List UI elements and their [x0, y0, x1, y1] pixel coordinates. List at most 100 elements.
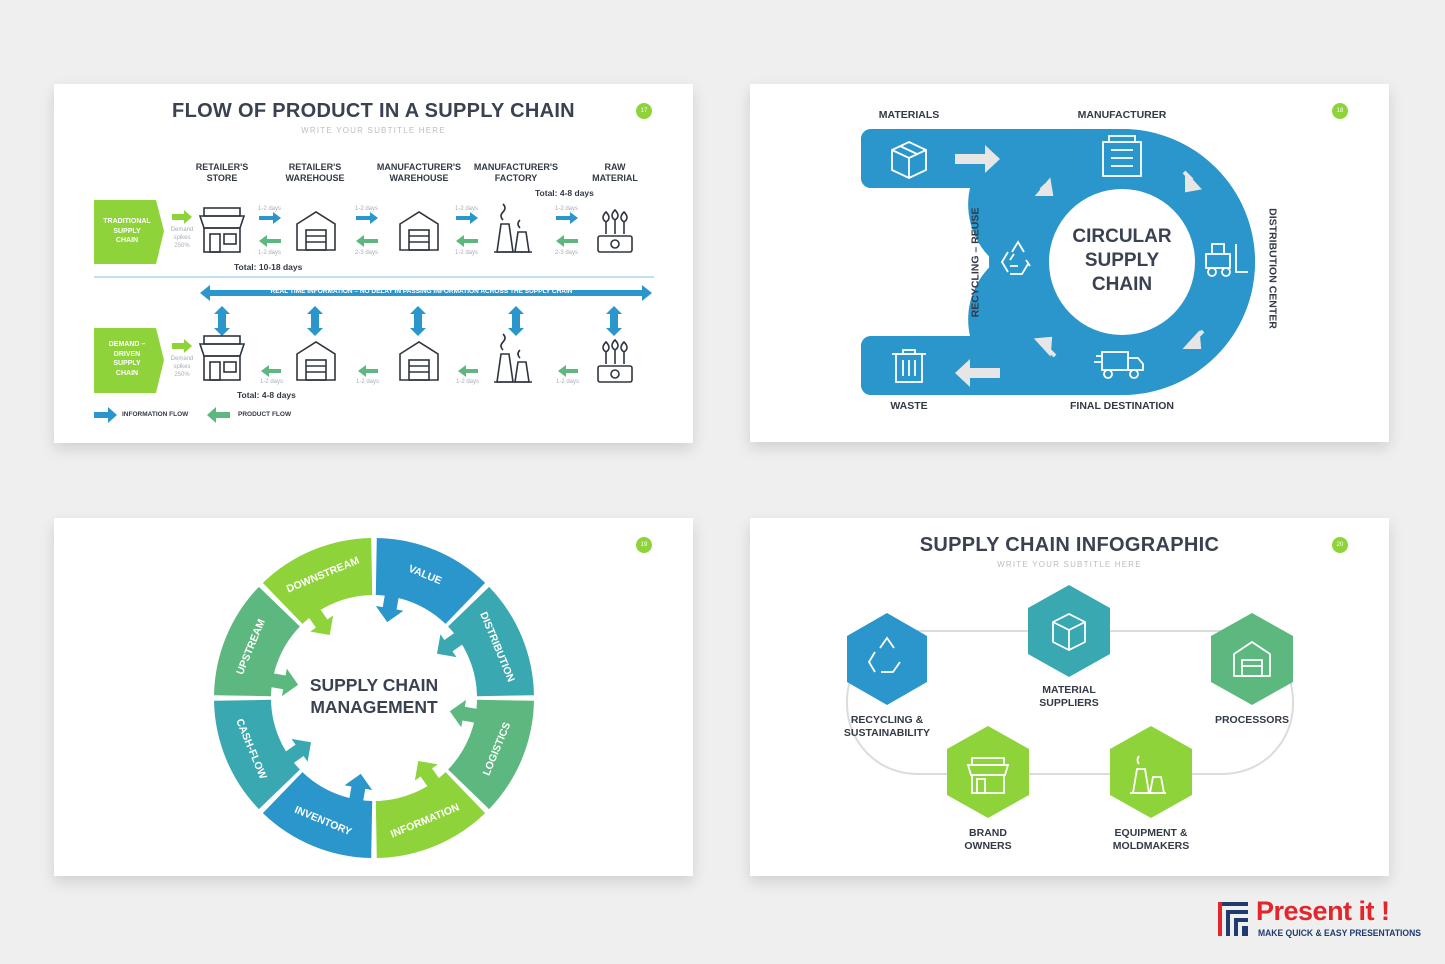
- inward-arrow: [265, 668, 299, 697]
- hex-processors: [1211, 613, 1293, 705]
- arrow-nw-icon: [1033, 336, 1057, 358]
- warehouse-icon-top: [296, 211, 336, 251]
- column-header: RETAILER'S STORE: [195, 162, 249, 183]
- time-label: 1-2 days: [355, 206, 379, 212]
- arrow-ne-icon: [1034, 177, 1054, 196]
- total-label: Total: 10-18 days: [234, 262, 303, 272]
- logo-mark-icon: [1218, 902, 1248, 936]
- materials-label: MATERIALS: [878, 109, 940, 121]
- forklift-icon: [1205, 243, 1248, 277]
- realtime-label: REAL TIME INFORMATION – NO DELAY IN PASS…: [270, 288, 573, 295]
- inward-arrow: [305, 604, 334, 636]
- store-icon-bottom: [198, 335, 246, 381]
- bottom-row-arrows: [261, 365, 578, 377]
- inward-arrow: [344, 773, 373, 807]
- recycling-label: RECYCLING & SUSTAINABILITY: [843, 714, 931, 739]
- ring-segment: [375, 538, 486, 624]
- demand-spikes-note: Demand spikes 250%: [170, 356, 194, 378]
- ring-segment: [262, 772, 373, 858]
- inward-arrow: [280, 738, 312, 767]
- warehouse-icon-bottom: [296, 341, 336, 381]
- brand-tagline: MAKE QUICK & EASY PRESENTATIONS: [1258, 928, 1421, 939]
- legend-info-label: INFORMATION FLOW: [122, 411, 189, 418]
- ring-segment: [448, 586, 534, 697]
- raw-material-icon-bottom: [597, 338, 633, 383]
- time-label: 1-2 days: [455, 250, 479, 256]
- ring-segment: [214, 586, 300, 697]
- material-suppliers-label: MATERIAL SUPPLIERS: [1039, 684, 1099, 709]
- demand-label-box: [94, 328, 164, 393]
- warehouse-icon-top-2: [399, 211, 439, 251]
- vertical-info-arrows: [214, 306, 622, 336]
- time-label: 1-2 days: [258, 206, 282, 212]
- time-label: 1-2 days: [356, 379, 380, 385]
- arrow-left-icon: [955, 359, 1000, 387]
- recycle-icon: [867, 636, 901, 673]
- legend-product-arrow: [207, 407, 230, 423]
- processors-label: PROCESSORS: [1214, 714, 1290, 726]
- inward-arrow: [375, 589, 404, 623]
- time-label: 2-3 days: [555, 250, 579, 256]
- store-icon: [966, 757, 1010, 794]
- ring-segment: [214, 699, 300, 810]
- warehouse-icon: [1233, 640, 1271, 677]
- ring-segment: [375, 772, 486, 858]
- page-title: FLOW OF PRODUCT IN A SUPPLY CHAIN: [172, 100, 575, 122]
- factory-icon: [1130, 755, 1166, 794]
- arrow-se-icon: [1182, 170, 1202, 193]
- raw-material-icon-top: [597, 208, 633, 253]
- slide4-graphics: [846, 585, 1294, 818]
- manufacturer-label: MANUFACTURER: [1077, 109, 1167, 121]
- ring-segment: [262, 538, 373, 624]
- box-icon: [891, 141, 927, 179]
- recycle-icon: [1000, 240, 1031, 275]
- page-subtitle: WRITE YOUR SUBTITLE HERE: [301, 126, 446, 135]
- legend-info-arrow: [94, 407, 117, 423]
- total-label: Total: 4-8 days: [535, 188, 594, 198]
- box-icon: [1052, 612, 1086, 652]
- hex-recycling: [847, 613, 927, 705]
- time-label: 1-2 days: [455, 206, 479, 212]
- brand-name: Present it !: [1256, 896, 1390, 926]
- ring-segment: [448, 699, 534, 810]
- demand-label: DEMAND – DRIVEN SUPPLY CHAIN: [108, 341, 146, 377]
- column-header: RETAILER'S WAREHOUSE: [285, 162, 345, 183]
- realtime-arrow: [200, 285, 652, 301]
- hex-equipment: [1110, 726, 1192, 818]
- center-title: CIRCULAR SUPPLY CHAIN: [1072, 226, 1172, 295]
- traditional-label-box: [94, 200, 164, 264]
- store-icon-top: [198, 207, 246, 253]
- slide-supply-chain-infographic: SUPPLY CHAIN INFOGRAPHIC WRITE YOUR SUBT…: [750, 518, 1389, 876]
- slide1-graphics: [94, 200, 654, 423]
- center-circle: [1049, 189, 1195, 335]
- demand-spikes-note: Demand spikes 250%: [170, 227, 194, 249]
- slide-flow-of-product: FLOW OF PRODUCT IN A SUPPLY CHAIN WRITE …: [54, 84, 693, 443]
- page-number-badge: 18: [1332, 103, 1348, 119]
- final-destination-label: FINAL DESTINATION: [1069, 400, 1175, 412]
- time-label: 1-2 days: [260, 379, 284, 385]
- entry-arrow: [172, 210, 192, 224]
- time-label: 1-2 days: [555, 206, 579, 212]
- entry-arrow: [172, 339, 192, 353]
- slide2-graphics: [861, 129, 1255, 395]
- top-row-arrows: [259, 212, 578, 247]
- center-title: SUPPLY CHAIN MANAGEMENT: [309, 675, 439, 717]
- equipment-label: EQUIPMENT & MOLDMAKERS: [1112, 827, 1190, 852]
- page-subtitle: WRITE YOUR SUBTITLE HERE: [997, 560, 1142, 569]
- brand-logo: Present it ! MAKE QUICK & EASY PRESENTAT…: [1216, 896, 1438, 947]
- time-label: 1-2 days: [556, 379, 580, 385]
- slide-circular-supply-chain: 18 CIRCULAR SUPPLY CHAIN MATERIALS MANUF…: [750, 84, 1389, 442]
- truck-icon: [1094, 351, 1144, 379]
- page-number-badge: 19: [636, 537, 652, 553]
- inward-arrow: [414, 760, 443, 792]
- brand-owners-label: BRAND OWNERS: [964, 827, 1012, 852]
- warehouse-icon-bottom-2: [399, 341, 439, 381]
- column-header: RAW MATERIAL: [592, 162, 638, 183]
- time-label: 1-2 days: [456, 379, 480, 385]
- page-number-badge: 20: [1332, 537, 1348, 553]
- trash-icon: [892, 349, 926, 383]
- column-header: MANUFACTURER'S FACTORY: [473, 162, 559, 183]
- factory-icon-bottom: [494, 333, 532, 383]
- inward-arrow: [449, 699, 483, 728]
